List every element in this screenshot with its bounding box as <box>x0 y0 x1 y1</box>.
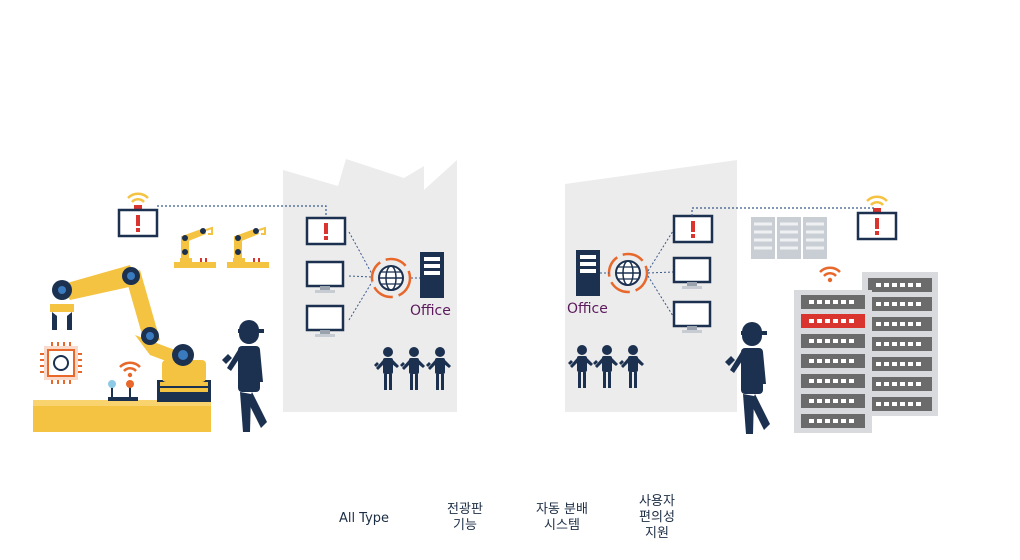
feature-label-auto-distribution: 자동 분배 시스템 <box>536 502 588 533</box>
alarm-link-line <box>691 207 877 216</box>
worker-icon <box>222 320 267 432</box>
feature-label-user-convenience: 사용자 편의성 지원 <box>639 494 675 541</box>
alarm-link-line <box>157 205 327 217</box>
wifi-icon <box>118 361 142 379</box>
feature-label-all-type: All Type <box>338 511 390 526</box>
server-tower-icon <box>576 250 600 296</box>
robot-arm-icon <box>226 227 270 269</box>
feature-label-display-board: 전광판 기능 <box>447 502 483 533</box>
alarm-monitor-icon <box>117 192 159 238</box>
alert-monitor-icon <box>305 216 347 246</box>
wifi-icon <box>818 266 842 284</box>
server-tower-icon <box>420 252 444 298</box>
server-rack-icon <box>794 272 938 433</box>
alarm-monitor-icon <box>856 195 898 241</box>
network-line <box>647 230 674 317</box>
network-line <box>348 231 373 321</box>
office-label-left: Office <box>410 303 451 319</box>
lever-icon <box>108 380 138 401</box>
office-label-right: Office <box>567 301 608 317</box>
alert-monitor-icon <box>672 214 714 244</box>
robot-arm-icon <box>173 227 217 269</box>
chip-icon <box>40 342 82 384</box>
industrial-robot-arm <box>33 265 211 432</box>
server-cabinet-icon <box>751 217 827 259</box>
